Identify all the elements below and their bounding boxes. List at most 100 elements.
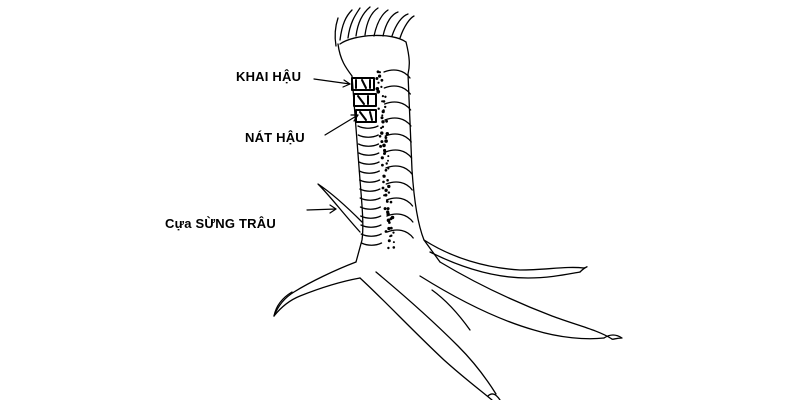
scale-line: [358, 161, 380, 165]
scale-line: [359, 206, 382, 210]
side-scales: [383, 69, 414, 239]
special-scales: [351, 77, 377, 123]
dot: [380, 126, 383, 130]
scale-line: [384, 133, 412, 143]
dot: [381, 114, 384, 117]
dot: [389, 226, 393, 230]
scale-line: [359, 197, 381, 201]
dot: [381, 186, 385, 190]
dot: [380, 85, 383, 88]
dot: [383, 207, 387, 211]
dot: [381, 120, 385, 124]
dot: [375, 77, 379, 80]
dot: [392, 231, 395, 234]
dot: [386, 218, 391, 223]
dot: [392, 241, 395, 244]
label-arrows: [306, 78, 359, 214]
scale-line: [358, 179, 381, 183]
scale-line: [358, 152, 380, 156]
dot: [389, 235, 392, 238]
dot: [380, 140, 384, 144]
dot: [384, 188, 388, 192]
dot: [375, 87, 380, 91]
dot: [383, 152, 386, 155]
label-nat-hau: NÁT HẬU: [245, 130, 305, 145]
dot: [381, 100, 384, 103]
dot: [382, 174, 385, 177]
scale-line: [360, 233, 382, 237]
front-scales: [357, 125, 383, 246]
dot: [387, 239, 391, 243]
dot: [387, 184, 391, 189]
dot: [388, 221, 391, 224]
dot: [386, 210, 390, 214]
dot: [387, 159, 389, 162]
feather-tuft: [334, 6, 415, 47]
toes: [273, 239, 623, 401]
dot: [385, 200, 389, 203]
label-khai-hau: KHAI HẬU: [236, 69, 302, 84]
spur: [317, 183, 363, 233]
dot: [390, 215, 395, 220]
dot: [384, 139, 388, 143]
dot: [376, 70, 380, 74]
dot: [392, 246, 396, 249]
dot: [382, 100, 386, 103]
dot: [381, 95, 384, 98]
dot: [387, 246, 390, 250]
dot: [383, 148, 387, 153]
dot: [387, 191, 391, 194]
scale-line: [358, 170, 380, 174]
dot: [380, 116, 384, 120]
scale-line: [385, 197, 414, 207]
dot: [386, 179, 389, 182]
dot: [377, 107, 380, 110]
scale-line: [360, 242, 383, 246]
scale-line: [360, 215, 382, 219]
dot: [385, 132, 389, 136]
scale-line: [383, 69, 411, 79]
dot: [377, 81, 380, 84]
dot: [389, 200, 393, 204]
dot: [384, 95, 387, 99]
scale-line: [386, 229, 414, 239]
scale-line: [386, 213, 414, 223]
dot: [381, 163, 384, 167]
dot: [384, 136, 388, 140]
dot: [384, 230, 388, 233]
scale-line: [383, 85, 411, 95]
scale-line: [384, 117, 412, 127]
dot: [382, 143, 386, 148]
dot: [384, 105, 387, 109]
dot: [385, 119, 388, 123]
dot: [384, 169, 388, 172]
dot: [385, 162, 388, 165]
scale-line: [384, 149, 413, 159]
dot: [387, 167, 390, 170]
dot: [387, 226, 391, 231]
scale-line: [385, 165, 413, 175]
dot: [380, 78, 384, 82]
dot: [377, 90, 381, 94]
scale-line: [383, 101, 412, 111]
scale-line: [385, 181, 413, 191]
dot: [380, 131, 384, 135]
dot: [380, 156, 384, 160]
dot: [382, 180, 385, 184]
scale-line: [357, 125, 379, 129]
dot: [381, 125, 385, 128]
scale-line: [357, 134, 379, 138]
dot: [382, 109, 385, 112]
dot: [378, 74, 382, 78]
dotted-strip: [375, 70, 396, 250]
label-cua-sung-trau: Cựa SỪNG TRÂU: [165, 216, 276, 231]
dot: [384, 193, 388, 197]
dot: [387, 155, 390, 158]
scale-line: [359, 188, 381, 192]
scale-line: [357, 143, 380, 147]
dot: [379, 144, 383, 148]
dot: [378, 135, 382, 138]
dot: [386, 207, 390, 211]
